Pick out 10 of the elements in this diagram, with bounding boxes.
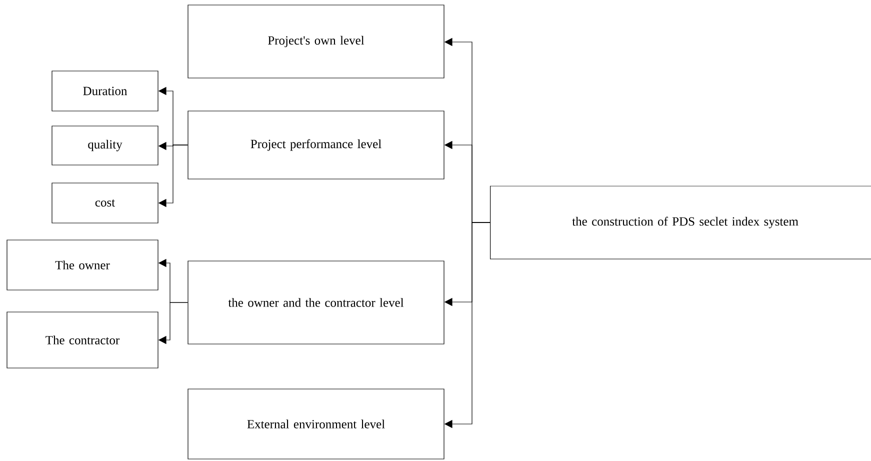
index-box: The contractor (6, 312, 158, 368)
index-box: Duration (52, 70, 158, 112)
level-box: the owner and the contractor level (188, 260, 444, 344)
level-box: Project's own level (188, 4, 444, 78)
index-box: The owner (6, 240, 158, 290)
index-box: cost (52, 182, 158, 224)
level-box: Project performance level (188, 110, 444, 180)
root-box: the construction of PDS seclet index system (490, 186, 871, 260)
index-box: quality (52, 126, 158, 166)
level-box: External environment level (188, 388, 444, 460)
